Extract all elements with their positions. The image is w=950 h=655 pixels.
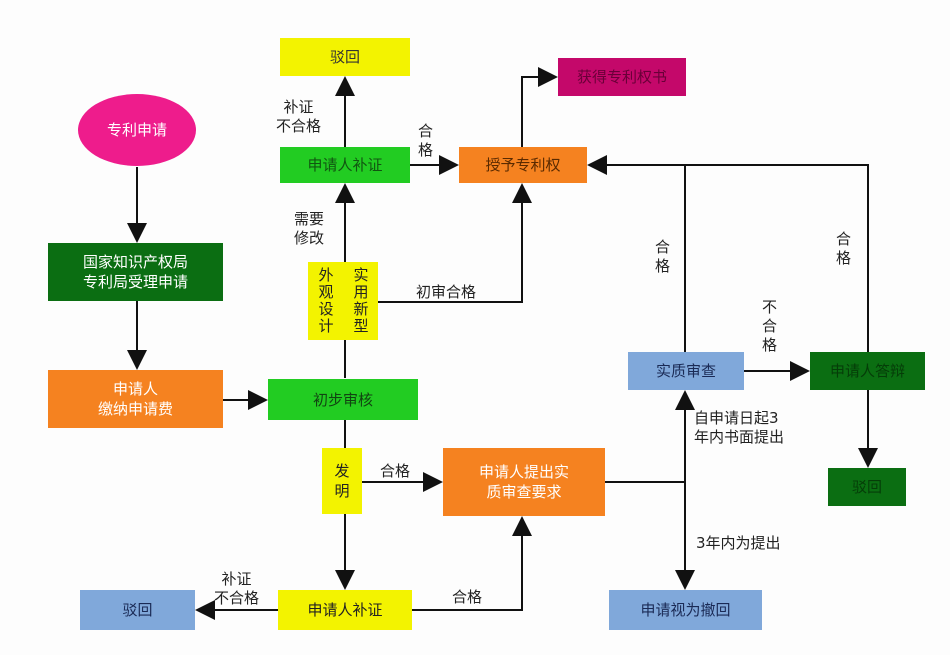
label-supp-fail-bottom: 补证 不合格 <box>214 570 260 607</box>
label-supp-fail-top: 补证 不合格 <box>276 98 322 135</box>
deemed-withdrawn-node: 申请视为撤回 <box>609 590 762 630</box>
label-subst-pass: 合 格 <box>655 238 671 275</box>
supplement-top-node: 申请人补证 <box>280 147 410 183</box>
substantive-exam-node: 实质审查 <box>628 352 744 390</box>
reject-top-node: 驳回 <box>280 38 410 76</box>
arrow-substantive-to-grant <box>587 155 686 352</box>
label-subst-fail: 不 合 格 <box>762 298 778 354</box>
label-prelim-pass: 初审合格 <box>416 283 477 301</box>
certificate-node: 获得专利权书 <box>558 58 686 96</box>
arrow-design-to-grant <box>378 183 532 303</box>
cnipa-accept-node: 国家知识产权局 专利局受理申请 <box>48 243 223 301</box>
applicant-reply-node: 申请人答辩 <box>810 352 925 390</box>
reject-right-node: 驳回 <box>828 468 906 506</box>
pay-fee-node: 申请人 缴纳申请费 <box>48 370 223 428</box>
label-not-within-3y: 3年内为提出 <box>696 534 781 552</box>
request-substantive-node: 申请人提出实 质审查要求 <box>443 448 605 516</box>
label-reply-pass: 合 格 <box>836 230 852 267</box>
label-within-3y: 自申请日起3 年内书面提出 <box>694 409 785 446</box>
label-need-modify: 需要 修改 <box>294 210 325 247</box>
arrow-supplement-to-request <box>412 516 532 611</box>
utility-label: 实用新型 <box>351 267 370 335</box>
supplement-bottom-node: 申请人补证 <box>278 590 412 630</box>
label-supp-pass-bottom: 合格 <box>452 588 483 606</box>
invention-node: 发明 <box>322 448 362 514</box>
reject-bottom-node: 驳回 <box>80 590 195 630</box>
line-reply-to-grant <box>685 164 869 352</box>
design-utility-node: 外观设计 实用新型 <box>308 262 378 340</box>
label-invention-pass: 合格 <box>380 462 411 480</box>
grant-node: 授予专利权 <box>459 147 587 183</box>
preliminary-review-node: 初步审核 <box>268 379 418 420</box>
arrow-grant-to-certificate <box>521 67 558 147</box>
patent-application-node: 专利申请 <box>78 94 196 166</box>
label-pass-to-grant: 合 格 <box>418 122 434 159</box>
design-label: 外观设计 <box>316 267 335 335</box>
